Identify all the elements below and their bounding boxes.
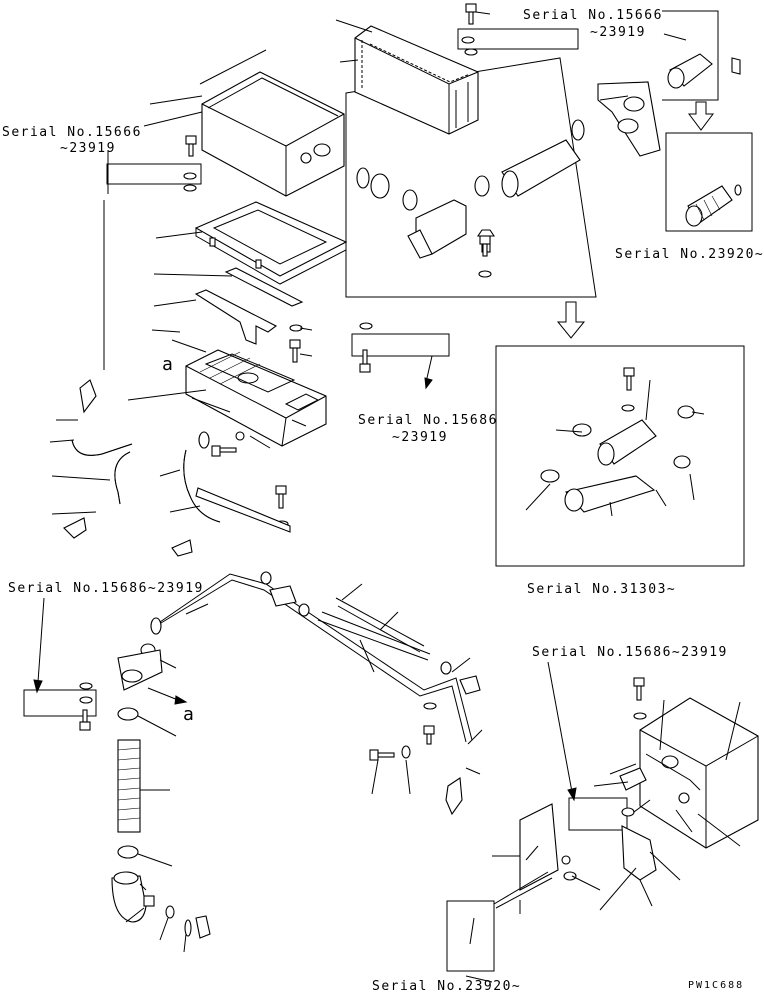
duct-parts	[356, 119, 585, 278]
figure-code: PW1C688	[688, 980, 744, 991]
heater-case	[201, 71, 345, 197]
heater-unit-lower-right	[493, 697, 759, 909]
ref-mark-a-upper: a	[162, 354, 173, 375]
filter-variant-frame	[665, 132, 753, 232]
serial-label-filter: Serial No.23920~	[615, 247, 764, 262]
left-hose-assembly	[63, 379, 291, 557]
filter-assembly-top	[597, 53, 741, 157]
hose-variant	[540, 405, 695, 513]
serial-label-right-mid: Serial No.15686~23919	[532, 645, 728, 660]
label-boxes	[23, 28, 628, 972]
serial-label-hoses: Serial No.31303~	[527, 582, 676, 597]
serial-label-top-left: Serial No.15666	[2, 125, 142, 140]
serial-label-bottom: Serial No.23920~	[372, 979, 521, 994]
vertical-duct	[111, 649, 211, 939]
filter-top-frame	[662, 10, 719, 101]
leader-lines	[49, 11, 741, 953]
heater-unit-top	[354, 25, 479, 135]
serial-label-left-mid: Serial No.15686~23919	[8, 581, 204, 596]
duct-parts-frame	[345, 57, 597, 298]
duct-housing	[185, 349, 327, 447]
hose-variant-frame	[495, 345, 745, 567]
serial-range-top-right: ~23919	[590, 25, 646, 40]
serial-range-top-left: ~23919	[60, 141, 116, 156]
filter-element	[685, 184, 742, 227]
pipes-middle	[140, 571, 481, 816]
serial-label-top-right: Serial No.15666	[523, 8, 663, 23]
serial-label-bracket: Serial No.15686	[358, 413, 498, 428]
callout-arrows	[33, 101, 714, 983]
plate-bracket	[194, 267, 304, 345]
ref-mark-a-lower: a	[183, 704, 194, 725]
tray-frame	[194, 201, 348, 285]
serial-range-bracket: ~23919	[392, 430, 448, 445]
